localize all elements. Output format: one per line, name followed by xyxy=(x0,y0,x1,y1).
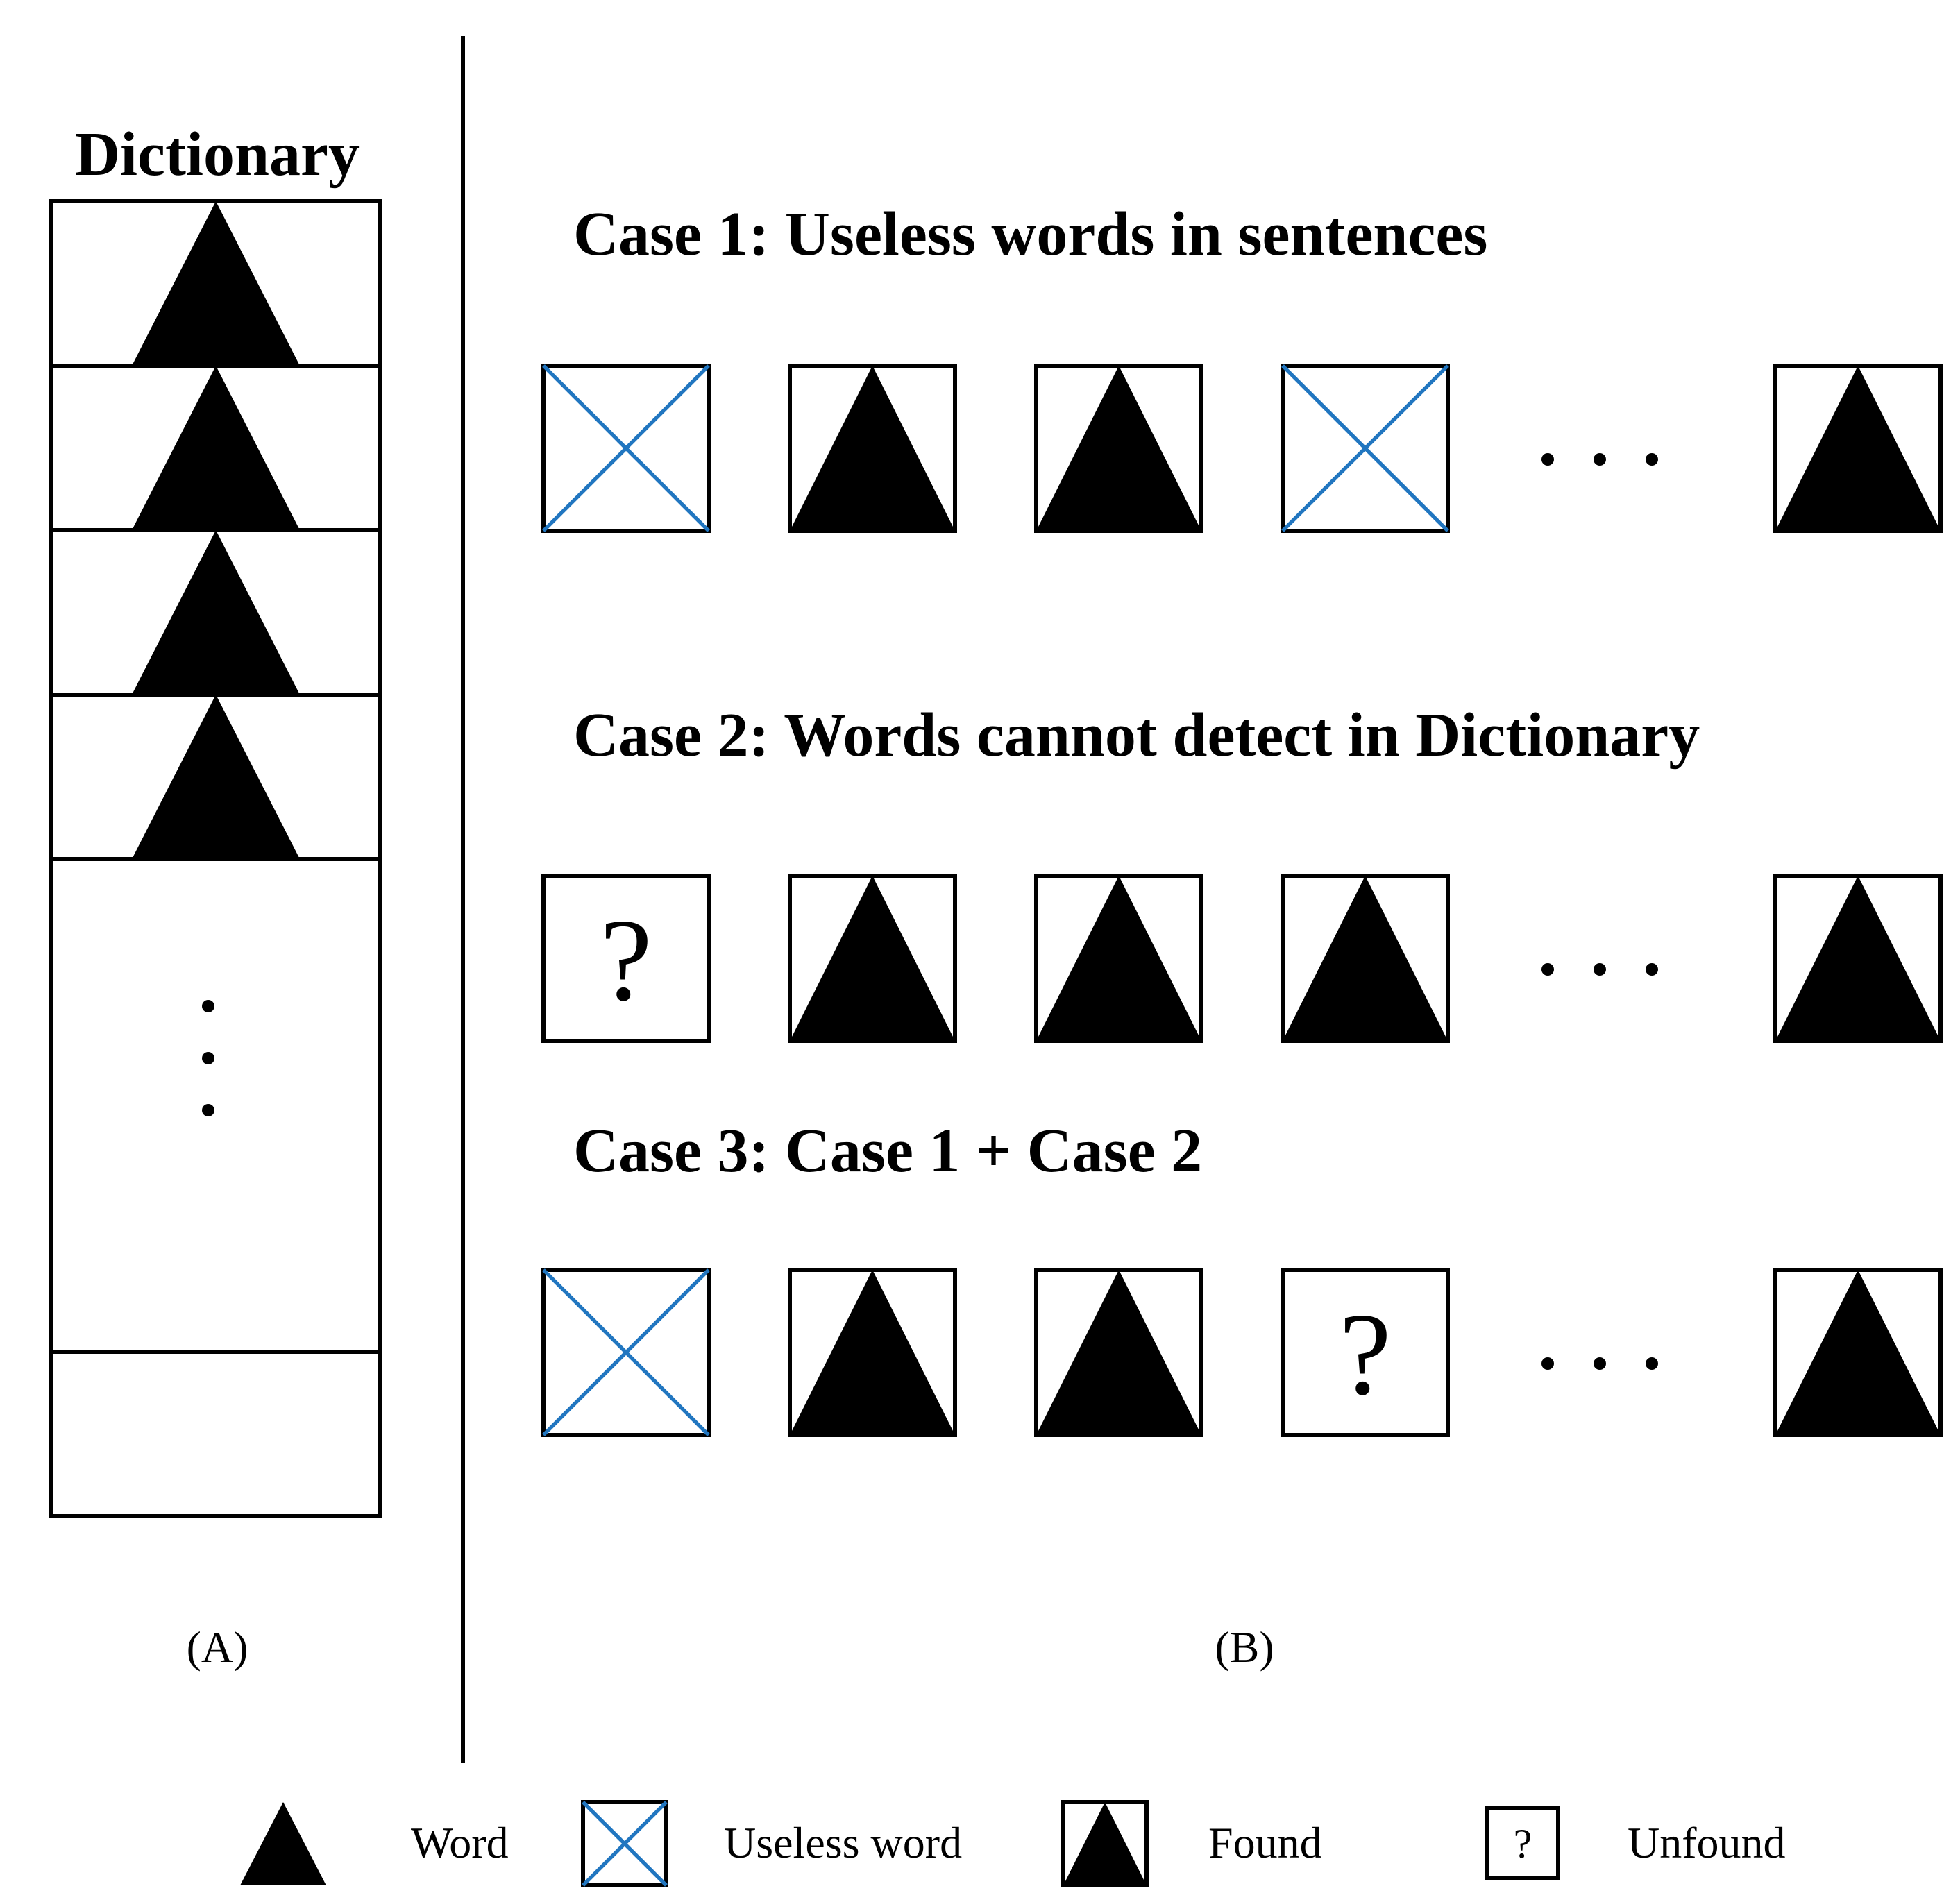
tile-border xyxy=(1281,1268,1450,1437)
ellipsis-dot xyxy=(1541,1357,1554,1370)
triangle-icon xyxy=(790,876,955,1041)
triangle-icon xyxy=(1775,366,1941,531)
case-1-row xyxy=(541,364,1943,533)
triangle-icon xyxy=(1036,876,1201,1041)
case-2-title: Case 2: Words cannot detect in Dictionar… xyxy=(573,701,1700,770)
legend-item-useless: Useless word xyxy=(581,1800,962,1887)
word-triangle-icon xyxy=(240,1802,326,1885)
useless-tile xyxy=(541,1268,711,1437)
cases-panel: Case 1: Useless words in sentences Case … xyxy=(541,200,1943,1672)
found-tile xyxy=(1034,874,1203,1043)
dictionary-word-icon xyxy=(132,366,300,530)
ellipsis-dot xyxy=(1594,453,1606,466)
legend-label: Unfound xyxy=(1628,1818,1786,1867)
ellipsis-dot xyxy=(1594,1357,1606,1370)
unfound-tile: ? xyxy=(1281,1268,1450,1437)
panel-b-caption: (B) xyxy=(1215,1622,1274,1672)
triangle-icon xyxy=(1283,876,1448,1041)
ellipsis-dot xyxy=(1646,1357,1658,1370)
found-tile xyxy=(1281,874,1450,1043)
tile-border xyxy=(541,874,711,1043)
legend: Word Useless word Found? Unfound xyxy=(240,1800,1786,1887)
ellipsis-dot xyxy=(202,1104,214,1116)
cross-line xyxy=(582,1801,668,1887)
cross-line xyxy=(542,364,710,532)
useless-tile xyxy=(1281,364,1450,533)
dictionary-title: Dictionary xyxy=(75,120,360,189)
legend-item-found: Found xyxy=(1061,1800,1322,1887)
useless-tile xyxy=(541,364,711,533)
question-mark-icon: ? xyxy=(1514,1821,1532,1867)
found-tile xyxy=(1773,364,1943,533)
unfound-tile: ? xyxy=(541,874,711,1043)
case-3-title: Case 3: Case 1 + Case 2 xyxy=(573,1116,1202,1185)
case-3-row: ? xyxy=(541,1268,1943,1437)
ellipsis-dot xyxy=(1646,963,1658,976)
ellipsis-dot xyxy=(1541,963,1554,976)
unfound-tile: ? xyxy=(1485,1806,1560,1880)
dictionary-panel: Dictionary (A) xyxy=(49,120,382,1672)
found-tile xyxy=(1773,1268,1943,1437)
dictionary-table xyxy=(49,199,382,1518)
found-tile xyxy=(1034,1268,1203,1437)
triangle-icon xyxy=(1036,366,1201,531)
case-2-row: ? xyxy=(541,874,1943,1043)
case-1-title: Case 1: Useless words in sentences xyxy=(573,200,1487,269)
useless-tile xyxy=(581,1800,668,1887)
found-tile xyxy=(1773,874,1943,1043)
question-mark-icon: ? xyxy=(600,895,652,1026)
dictionary-word-icon xyxy=(132,695,300,859)
triangle-icon xyxy=(1036,1270,1201,1435)
ellipsis-dot xyxy=(202,1000,214,1012)
legend-label: Found xyxy=(1208,1818,1322,1867)
cross-line xyxy=(1281,364,1449,532)
legend-item-unfound: ? Unfound xyxy=(1485,1806,1786,1880)
ellipsis-dot xyxy=(1594,963,1606,976)
triangle-icon xyxy=(1775,1270,1941,1435)
found-tile xyxy=(788,874,957,1043)
found-tile xyxy=(788,364,957,533)
triangle-icon xyxy=(1775,876,1941,1041)
ellipsis-dot xyxy=(1646,453,1658,466)
dictionary-word-icon xyxy=(132,530,300,695)
legend-label: Word xyxy=(411,1818,509,1867)
tile-border xyxy=(1485,1806,1560,1880)
ellipsis-dot xyxy=(1541,453,1554,466)
legend-label: Useless word xyxy=(724,1818,962,1867)
dictionary-word-icon xyxy=(132,201,300,366)
found-tile xyxy=(1061,1800,1149,1887)
legend-item-word: Word xyxy=(240,1802,509,1885)
found-tile xyxy=(1034,364,1203,533)
triangle-icon xyxy=(790,1270,955,1435)
panel-a-caption: (A) xyxy=(187,1622,248,1672)
triangle-icon xyxy=(1063,1802,1147,1885)
triangle-icon xyxy=(790,366,955,531)
found-tile xyxy=(788,1268,957,1437)
cross-line xyxy=(542,1268,710,1436)
question-mark-icon: ? xyxy=(1339,1289,1391,1420)
ellipsis-dot xyxy=(202,1052,214,1064)
